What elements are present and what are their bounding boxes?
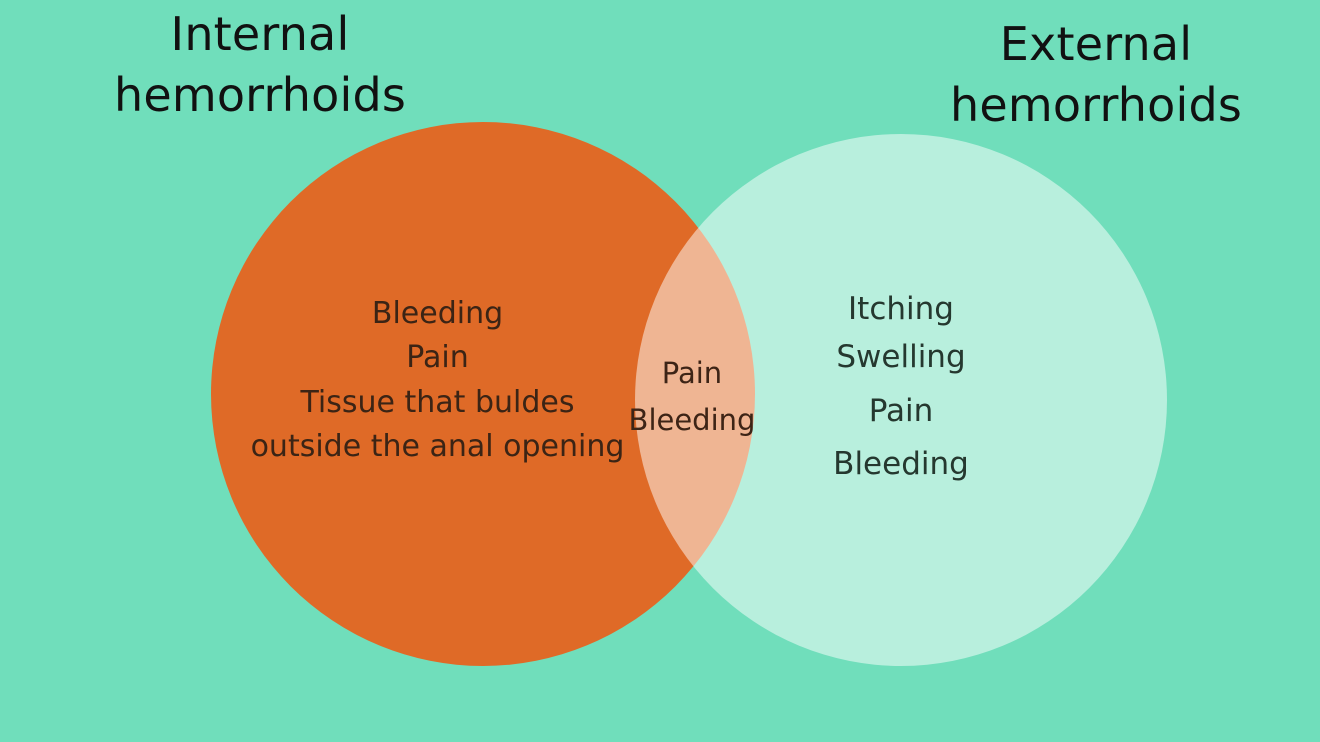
venn-item-intersection-1: Pain [661,356,723,390]
venn-item-internal-3: Tissue that buldes [300,384,575,420]
venn-item-intersection-2: Bleeding [628,402,756,437]
venn-item-external-1: Itching [848,291,954,327]
venn-item-internal-1: Bleeding [371,296,504,331]
venn-title-external: External hemorrhoids [949,17,1243,132]
venn-item-external-2: Swelling [836,339,966,376]
venn-items-external: Itching Swelling Pain Bleeding [790,285,1012,488]
venn-item-internal-4: outside the anal opening [250,429,625,465]
venn-items-internal: Bleeding Pain Tissue that buldes outside… [215,292,660,470]
venn-item-external-4: Bleeding [833,446,969,483]
venn-items-intersection: Pain Bleeding [612,350,772,444]
venn-circle-external [635,134,1167,666]
venn-title-internal: Internal hemorrhoids [113,7,407,122]
venn-item-internal-2: Pain [406,340,469,376]
venn-item-external-3: Pain [868,392,934,429]
